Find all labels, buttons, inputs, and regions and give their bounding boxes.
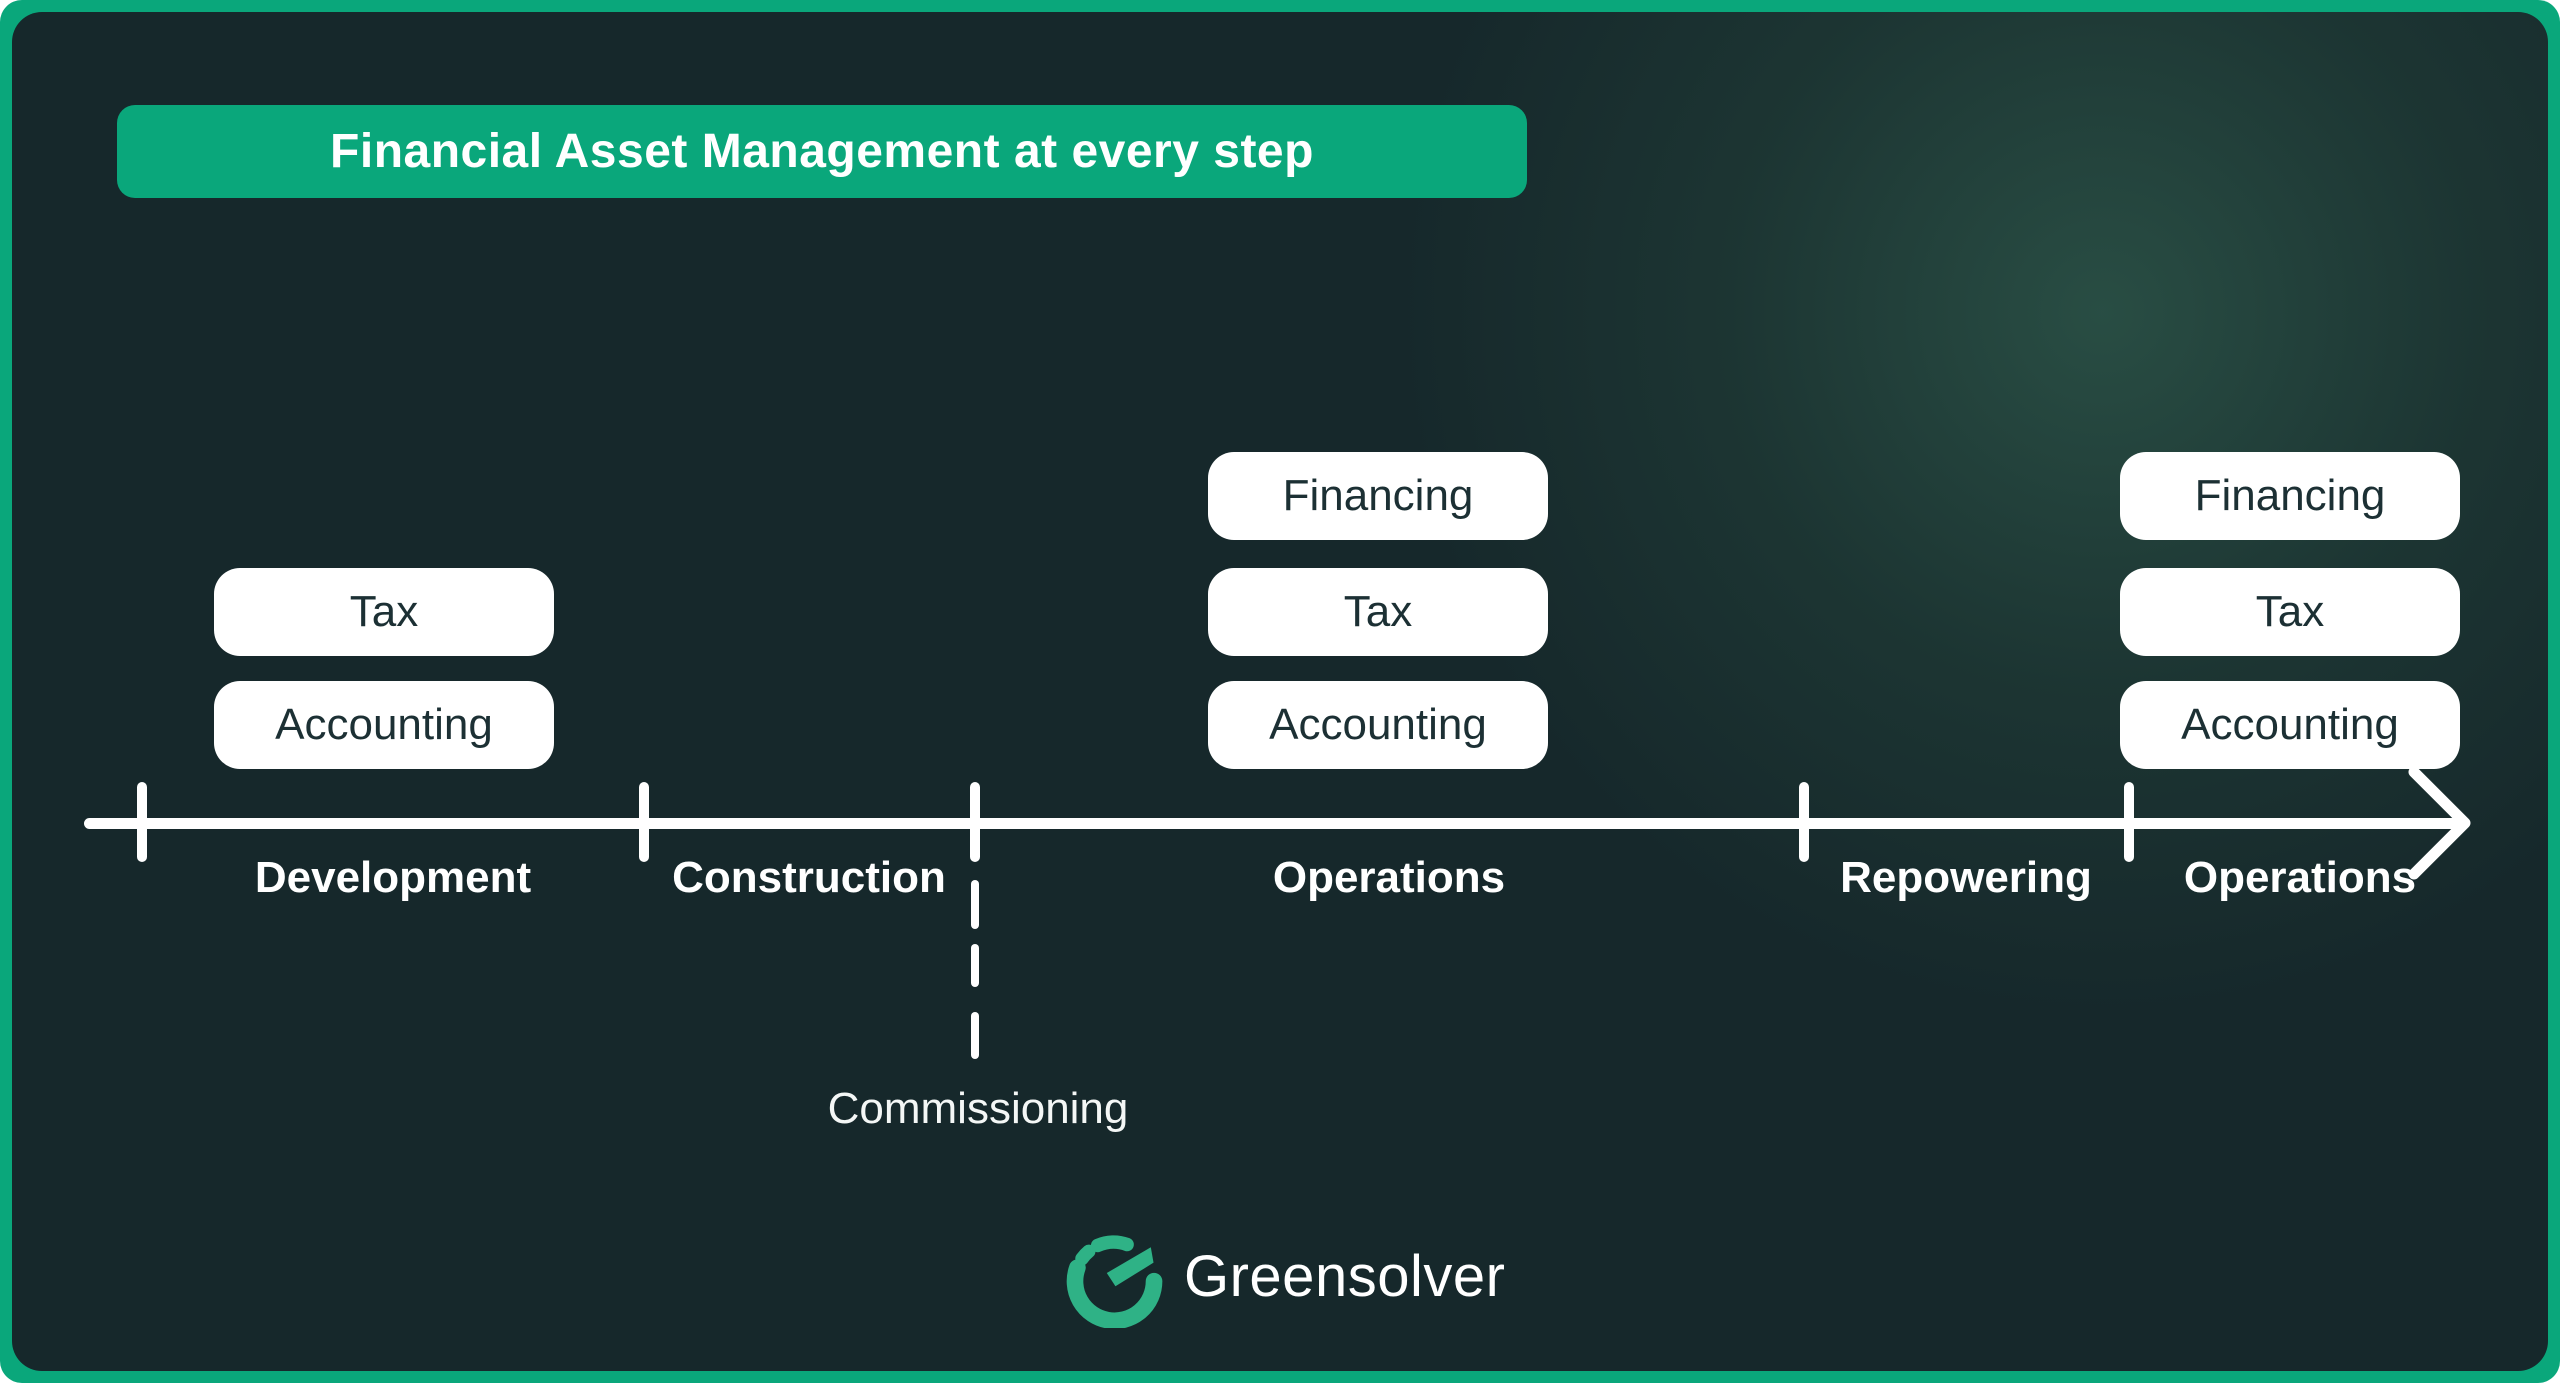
page-title: Financial Asset Management at every step xyxy=(330,125,1314,178)
dark-panel: Financial Asset Management at every step… xyxy=(12,12,2548,1371)
phase-label-development: Development xyxy=(254,853,532,902)
phase-label-operations-2: Operations xyxy=(2183,853,2417,902)
pill-accounting-operations: Accounting xyxy=(1208,681,1548,769)
timeline-tick-1 xyxy=(137,782,147,862)
timeline-tick-2 xyxy=(639,782,649,862)
pill-label: Tax xyxy=(2255,587,2325,636)
greensolver-logo: Greensolver xyxy=(1062,1224,1505,1328)
pill-accounting-operations-2: Accounting xyxy=(2120,681,2460,769)
commissioning-connector-dash xyxy=(971,944,979,987)
phase-label-operations: Operations xyxy=(1272,853,1506,902)
pill-financing-operations-2: Financing xyxy=(2120,452,2460,540)
pill-label: Tax xyxy=(349,587,419,636)
timeline-tick-5 xyxy=(2124,782,2134,862)
title-banner: Financial Asset Management at every step xyxy=(117,105,1527,198)
pill-tax-development: Tax xyxy=(214,568,554,656)
arrowhead-icon xyxy=(2408,766,2471,880)
pill-label: Financing xyxy=(1282,471,1474,520)
phase-label-construction: Construction xyxy=(672,853,946,902)
commissioning-connector-dash xyxy=(971,880,979,929)
timeline-tick-3 xyxy=(970,782,980,862)
pill-label: Accounting xyxy=(2181,700,2399,749)
timeline-axis xyxy=(84,818,2458,829)
timeline-tick-4 xyxy=(1799,782,1809,862)
phase-label-repowering: Repowering xyxy=(1840,853,2092,902)
pill-tax-operations: Tax xyxy=(1208,568,1548,656)
pill-tax-operations-2: Tax xyxy=(2120,568,2460,656)
pill-label: Accounting xyxy=(1269,700,1487,749)
pill-label: Accounting xyxy=(275,700,493,749)
greensolver-g-icon xyxy=(1066,1235,1163,1328)
pill-label: Financing xyxy=(2194,471,2386,520)
pill-financing-operations: Financing xyxy=(1208,452,1548,540)
pill-label: Tax xyxy=(1343,587,1413,636)
pill-accounting-development: Accounting xyxy=(214,681,554,769)
commissioning-connector-dash xyxy=(971,1012,979,1059)
commissioning-label: Commissioning xyxy=(827,1084,1129,1133)
greensolver-logo-text: Greensolver xyxy=(1184,1243,1506,1309)
